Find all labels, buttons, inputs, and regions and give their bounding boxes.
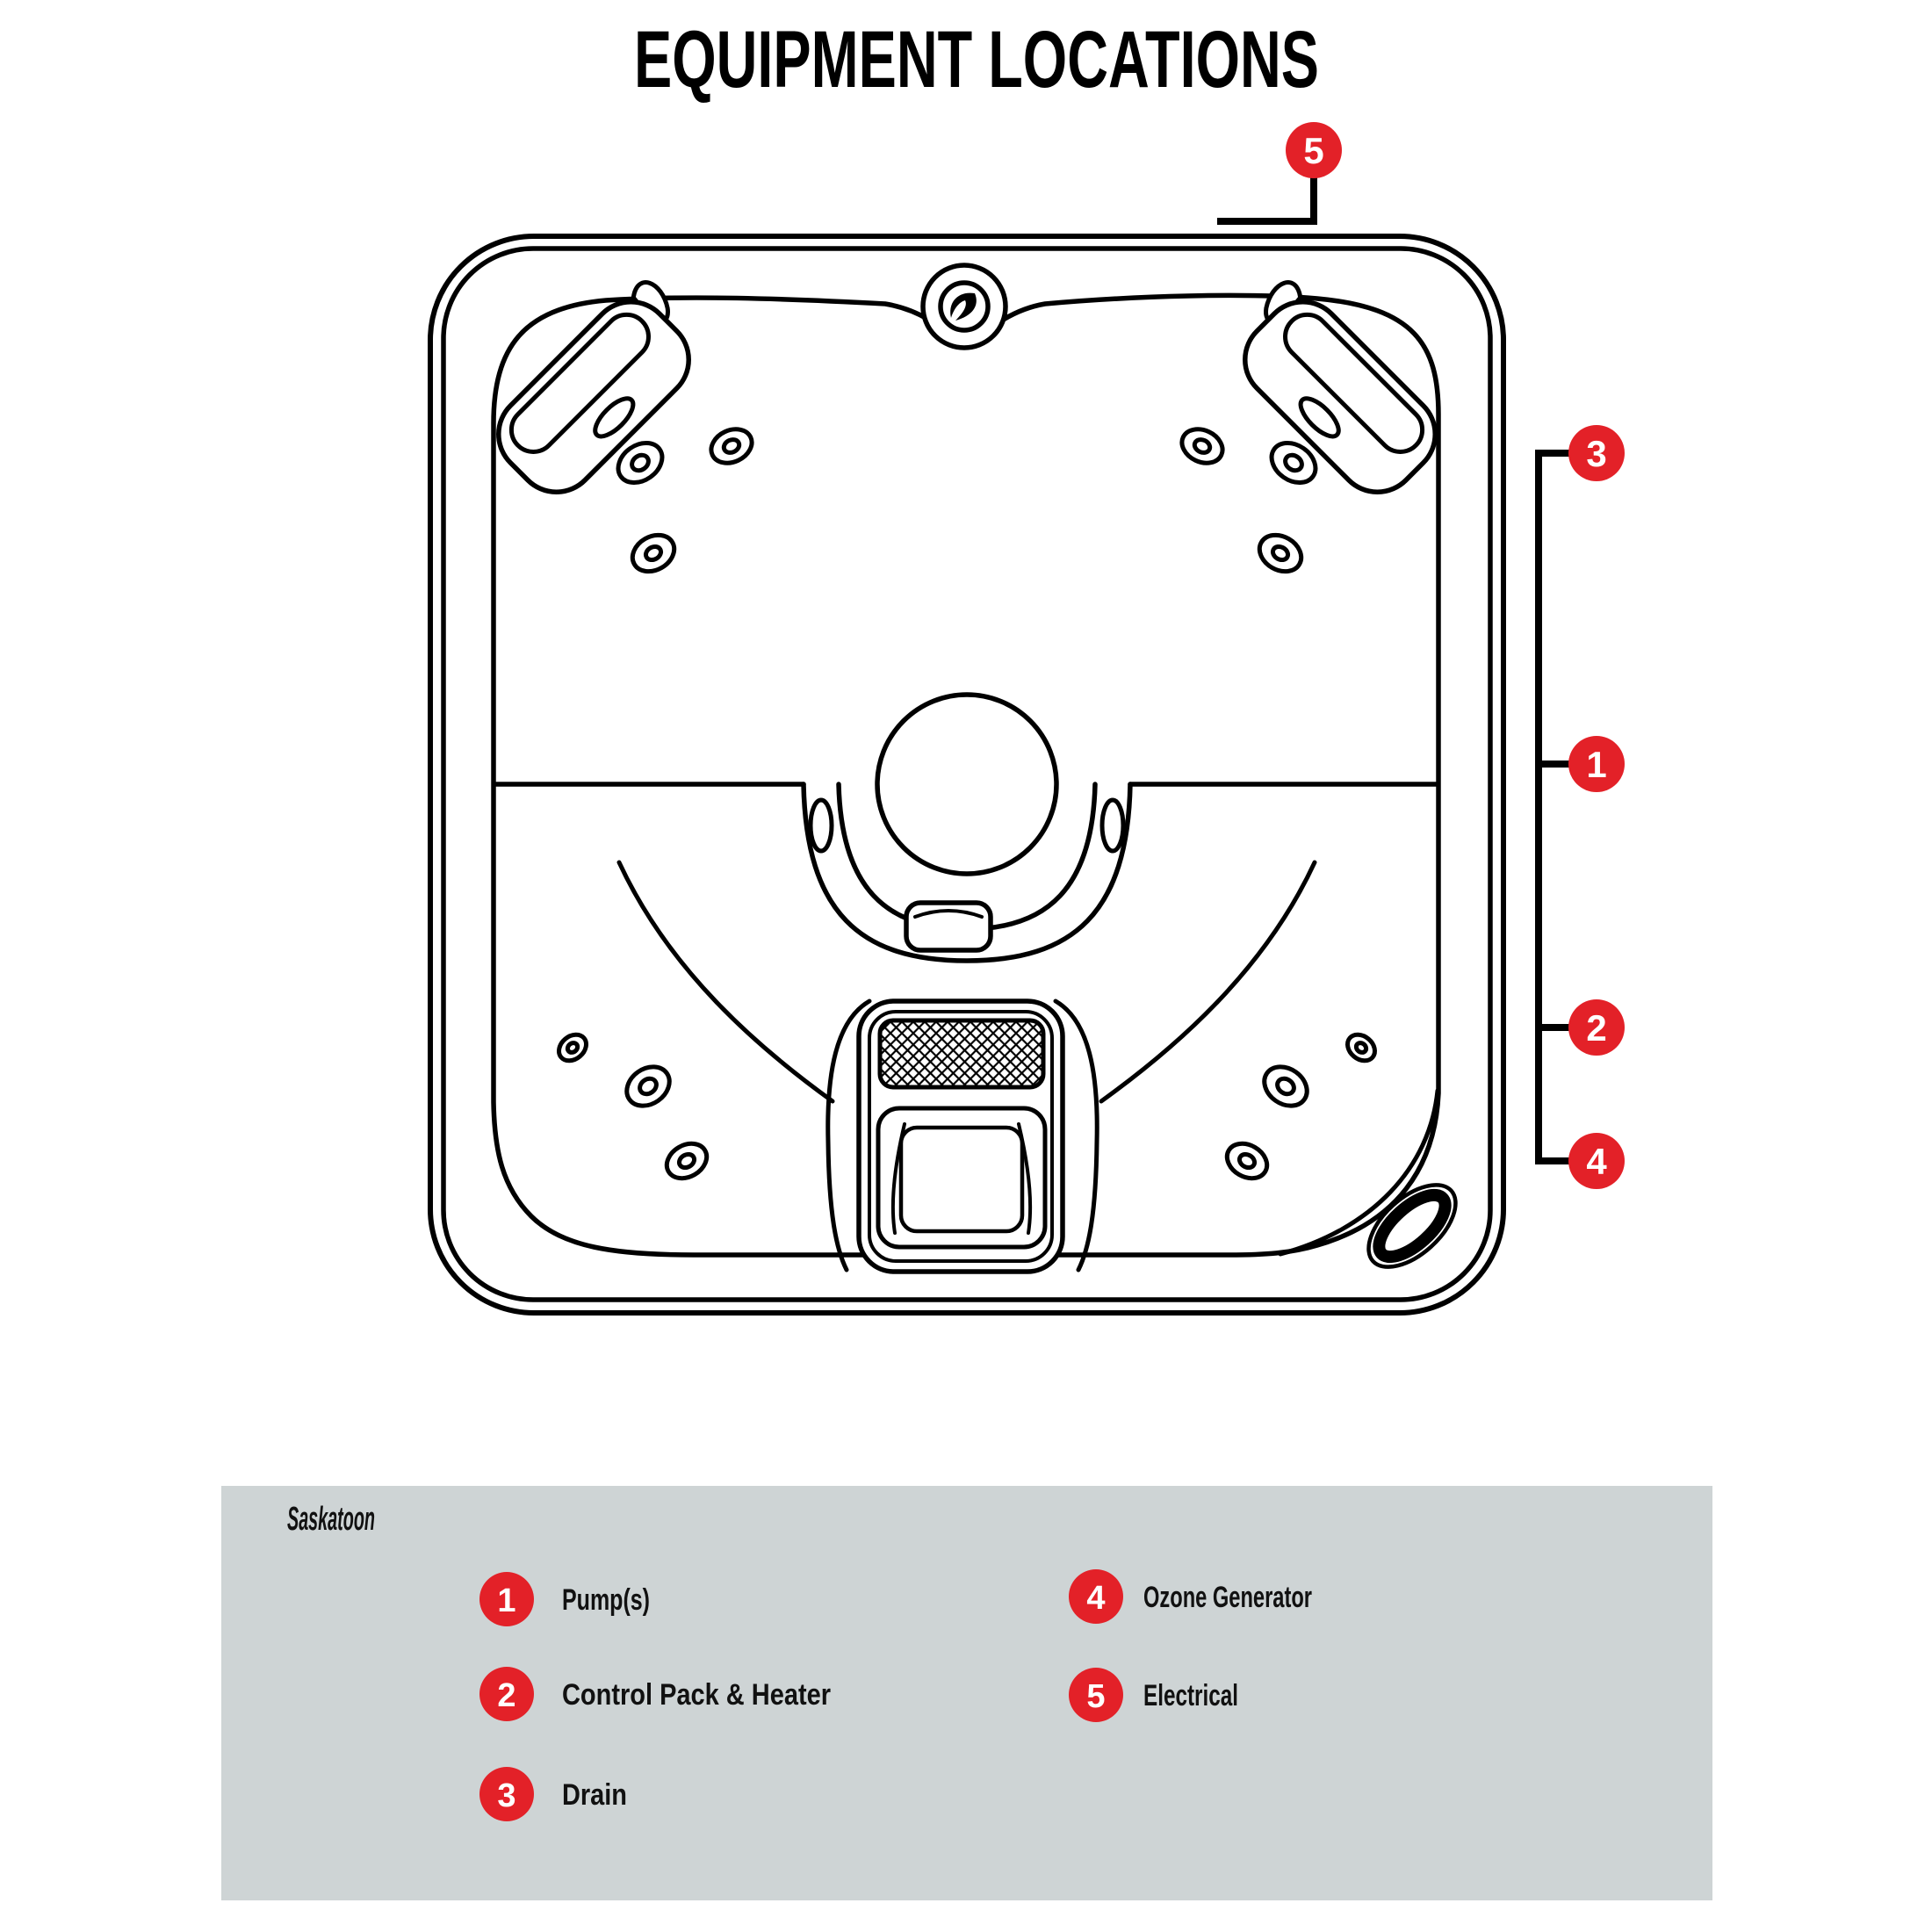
legend-num-5: 5: [1086, 1678, 1105, 1715]
legend-label-3: Drain: [562, 1778, 627, 1812]
legend-model-title: Saskatoon: [287, 1501, 375, 1538]
legend-item-electrical: 5 Electrical: [1069, 1668, 1238, 1722]
leader-5: [1217, 177, 1317, 225]
callout-5: 5: [1286, 122, 1342, 178]
legend-panel: Saskatoon 1 Pump(s) 2 Control Pack & Hea…: [221, 1486, 1712, 1900]
basin-structure: [494, 692, 1440, 1104]
headrest-right: [1243, 280, 1438, 494]
callout-2: 2: [1568, 999, 1625, 1056]
callout-3-number: 3: [1586, 433, 1606, 474]
legend-item-ozone: 4 Ozone Generator: [1069, 1569, 1312, 1624]
knob-inner: [938, 280, 991, 333]
headrest-left-jet: [593, 396, 636, 439]
page-title: EQUIPMENT LOCATIONS: [634, 15, 1319, 105]
callout-2-number: 2: [1586, 1007, 1606, 1049]
jets: [557, 427, 1377, 1181]
leader-bracket: [1535, 450, 1572, 1164]
callout-1-number: 1: [1586, 744, 1606, 785]
headrest-left-base: [496, 299, 691, 494]
headrest-right-base: [1243, 299, 1438, 494]
compartment-inner: [898, 1125, 1025, 1234]
callout-4: 4: [1568, 1133, 1625, 1189]
swirl-logo-icon: [950, 292, 977, 321]
footwell-outer-edge: [801, 782, 1133, 963]
footwell-jet-right: [1099, 797, 1126, 854]
legend-item-drain: 3 Drain: [479, 1767, 627, 1821]
corner-light-ring: [1373, 1188, 1452, 1264]
legend-label-5: Electrical: [1143, 1679, 1238, 1712]
callout-leaders: [1217, 177, 1572, 1164]
housing-flank-left: [825, 998, 872, 1272]
headrest-left: [496, 280, 691, 494]
footwell-center-light: [875, 692, 1059, 876]
housing-flank-right: [1053, 998, 1099, 1272]
legend-background: [221, 1486, 1712, 1900]
legend-num-1: 1: [497, 1582, 515, 1619]
filter-housing: [825, 998, 1099, 1274]
legend-num-3: 3: [497, 1777, 515, 1814]
legend-item-control-pack: 2 Control Pack & Heater: [479, 1667, 831, 1721]
filter-grate: [877, 1018, 1046, 1090]
tub-shell: [428, 234, 1506, 1316]
legend-label-4: Ozone Generator: [1143, 1581, 1312, 1614]
headrest-left-cushion: [508, 312, 651, 454]
diverter-knob: [920, 263, 1008, 350]
callout-3: 3: [1568, 425, 1625, 481]
headrest-right-cushion: [1283, 312, 1425, 454]
housing-compartment: [876, 1106, 1048, 1250]
legend-num-4: 4: [1086, 1580, 1105, 1617]
legend-item-pumps: 1 Pump(s): [479, 1572, 650, 1626]
legend-label-1: Pump(s): [562, 1583, 650, 1617]
callout-4-number: 4: [1586, 1141, 1607, 1182]
tub-outer-edge: [428, 234, 1506, 1316]
housing-body-inner: [868, 1010, 1054, 1263]
corner-seat-arc: [1278, 1088, 1440, 1257]
legend-label-2: Control Pack & Heater: [562, 1678, 831, 1712]
tub-inner-edge: [441, 246, 1493, 1302]
footwell-jet-left: [808, 797, 834, 854]
legend-num-2: 2: [497, 1677, 515, 1714]
corner-light: [1366, 1183, 1458, 1269]
footwell-step-ridge: [913, 909, 984, 919]
callout-5-number: 5: [1303, 130, 1323, 171]
callout-badges: 5 3 1 2 4: [1286, 122, 1625, 1189]
seat-divider-left: [616, 860, 835, 1104]
callout-1: 1: [1568, 736, 1625, 792]
headrest-right-jet: [1298, 396, 1341, 439]
seat-divider-right: [1099, 860, 1317, 1104]
corner-light-rim: [1366, 1183, 1458, 1269]
